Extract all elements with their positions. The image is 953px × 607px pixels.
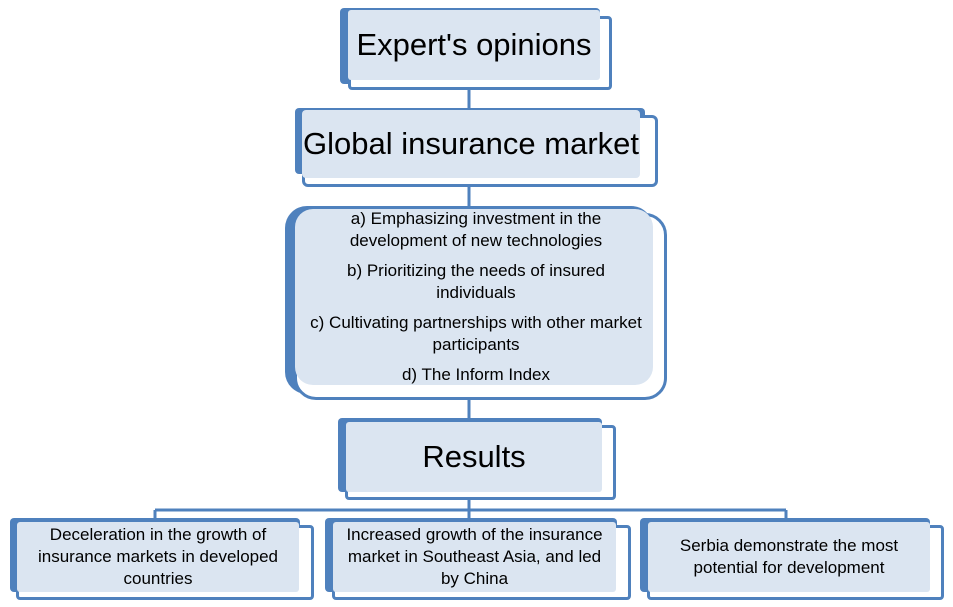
global-insurance-market-label: Global insurance market bbox=[303, 126, 639, 161]
experts-opinions-label: Expert's opinions bbox=[356, 27, 592, 62]
key-points-list: a) Emphasizing investment in the develop… bbox=[307, 208, 645, 394]
outcome-box-southeast-asia: Increased growth of the insurance market… bbox=[325, 518, 631, 600]
list-item: c) Cultivating partnerships with other m… bbox=[310, 313, 642, 354]
global-insurance-market-box: Global insurance market bbox=[295, 108, 660, 188]
outcome-box-serbia: Serbia demonstrate the most potential fo… bbox=[640, 518, 944, 600]
experts-opinions-box: Expert's opinions bbox=[340, 8, 615, 90]
outcome-label-southeast-asia: Increased growth of the insurance market… bbox=[346, 525, 603, 588]
results-label: Results bbox=[422, 439, 526, 474]
results-box: Results bbox=[338, 418, 616, 500]
outcome-box-developed-markets: Deceleration in the growth of insurance … bbox=[10, 518, 314, 600]
outcome-label-serbia: Serbia demonstrate the most potential fo… bbox=[679, 536, 899, 577]
list-item: b) Prioritizing the needs of insured ind… bbox=[347, 261, 605, 302]
list-item: d) The Inform Index bbox=[401, 365, 551, 384]
outcome-label-developed-markets: Deceleration in the growth of insurance … bbox=[37, 525, 279, 588]
key-points-box: a) Emphasizing investment in the develop… bbox=[285, 206, 667, 401]
list-item: a) Emphasizing investment in the develop… bbox=[349, 209, 603, 250]
